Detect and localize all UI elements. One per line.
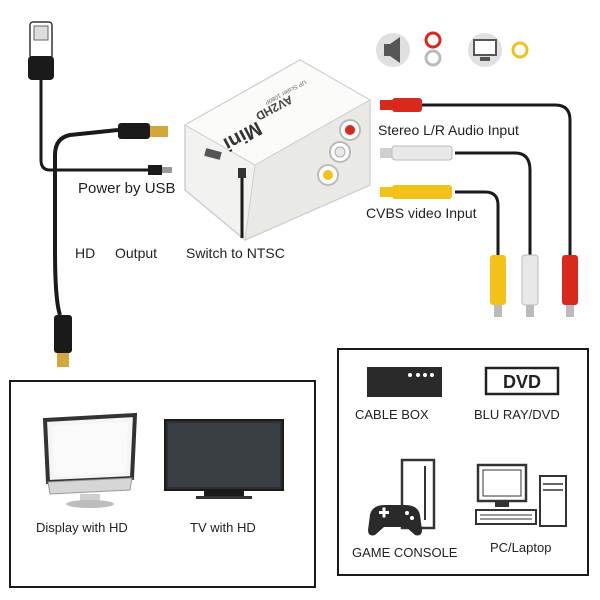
- hd-display-icon: [42, 412, 138, 508]
- output-label: Output: [115, 245, 158, 261]
- monitor-icon: [468, 33, 502, 67]
- converter-device: [183, 59, 372, 241]
- tv-hd-label: TV with HD: [190, 520, 256, 535]
- source-devices-panel: [337, 348, 589, 576]
- bluray-dvd-label: BLU RAY/DVD: [474, 407, 560, 422]
- micro-usb-plug: [148, 165, 172, 175]
- video-input-label: CVBS video Input: [366, 205, 477, 221]
- dvd-logo: [484, 366, 560, 396]
- rca-cables: [380, 98, 578, 317]
- audio-input-label: Stereo L/R Audio Input: [378, 122, 519, 138]
- hd-label: HD: [75, 245, 96, 261]
- display-hd-label: Display with HD: [36, 520, 128, 535]
- pc-laptop-icon: [475, 463, 567, 527]
- output-devices-panel: [9, 380, 316, 588]
- hdmi-cable: [53, 123, 168, 367]
- speaker-icon: [376, 33, 410, 67]
- power-label: Power by USB: [78, 180, 176, 197]
- cable-box-icon: [367, 367, 442, 397]
- hd-tv-icon: [164, 419, 284, 499]
- usb-plug: [28, 21, 150, 172]
- dvd-logo-text: DVD: [503, 372, 541, 392]
- rca-jacks-icon: [424, 31, 442, 67]
- cable-box-label: CABLE BOX: [355, 407, 429, 422]
- game-console-label: GAME CONSOLE: [352, 545, 458, 560]
- game-console-icon: [368, 458, 436, 536]
- pc-laptop-label: PC/Laptop: [490, 540, 552, 555]
- yellow-jack-icon: [511, 41, 529, 59]
- switch-label: Switch to NTSC: [186, 245, 285, 261]
